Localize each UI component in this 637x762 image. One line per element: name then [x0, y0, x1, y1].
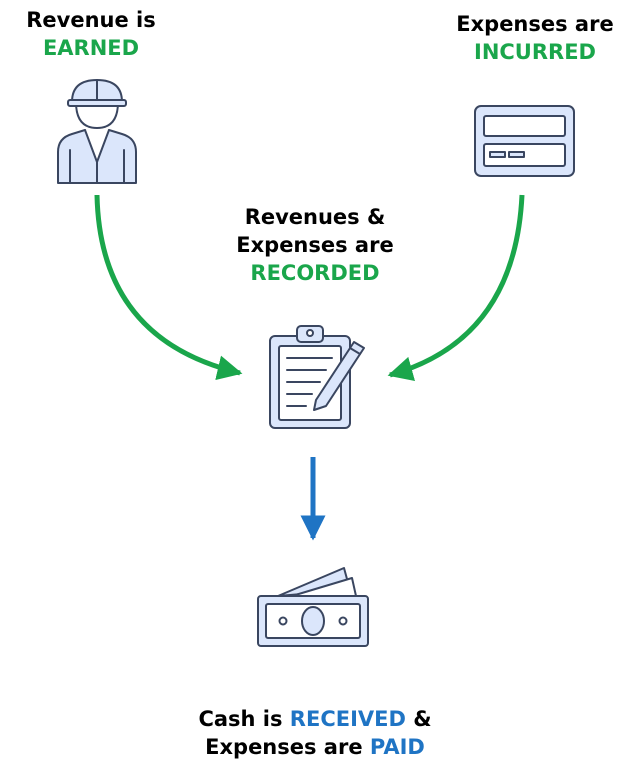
worker-icon [57, 79, 137, 184]
earned-line1: Revenue is [26, 8, 156, 32]
paid-line1-prefix: Cash is [198, 707, 290, 731]
recorded-highlight: RECORDED [250, 261, 380, 285]
recorded-line1: Revenues & [244, 205, 386, 229]
cash-paid-label: Cash is RECEIVED & Expenses are PAID [150, 705, 480, 761]
incurred-line1: Expenses are [456, 12, 614, 36]
expenses-incurred-label: Expenses are INCURRED [435, 10, 635, 66]
paid-line2: Expenses are PAID [150, 733, 480, 761]
paid-line1-suffix: & [405, 707, 432, 731]
arrow-earned-to-recorded [94, 194, 243, 380]
recorded-label: Revenues & Expenses are RECORDED [200, 203, 430, 287]
paid-line1-highlight: RECEIVED [289, 707, 406, 731]
earned-highlight: EARNED [42, 36, 140, 60]
incurred-highlight: INCURRED [474, 40, 596, 64]
paid-line2-prefix: Expenses are [205, 735, 370, 759]
recorded-line2: Expenses are [236, 233, 394, 257]
paid-line2-highlight: PAID [369, 735, 425, 759]
cash-icon [257, 567, 369, 647]
revenue-earned-label: Revenue is EARNED [0, 6, 182, 62]
arrow-incurred-to-recorded [387, 194, 525, 381]
clipboard-pencil-icon [269, 325, 365, 429]
credit-card-icon [474, 105, 575, 177]
paid-line1: Cash is RECEIVED & [150, 705, 480, 733]
